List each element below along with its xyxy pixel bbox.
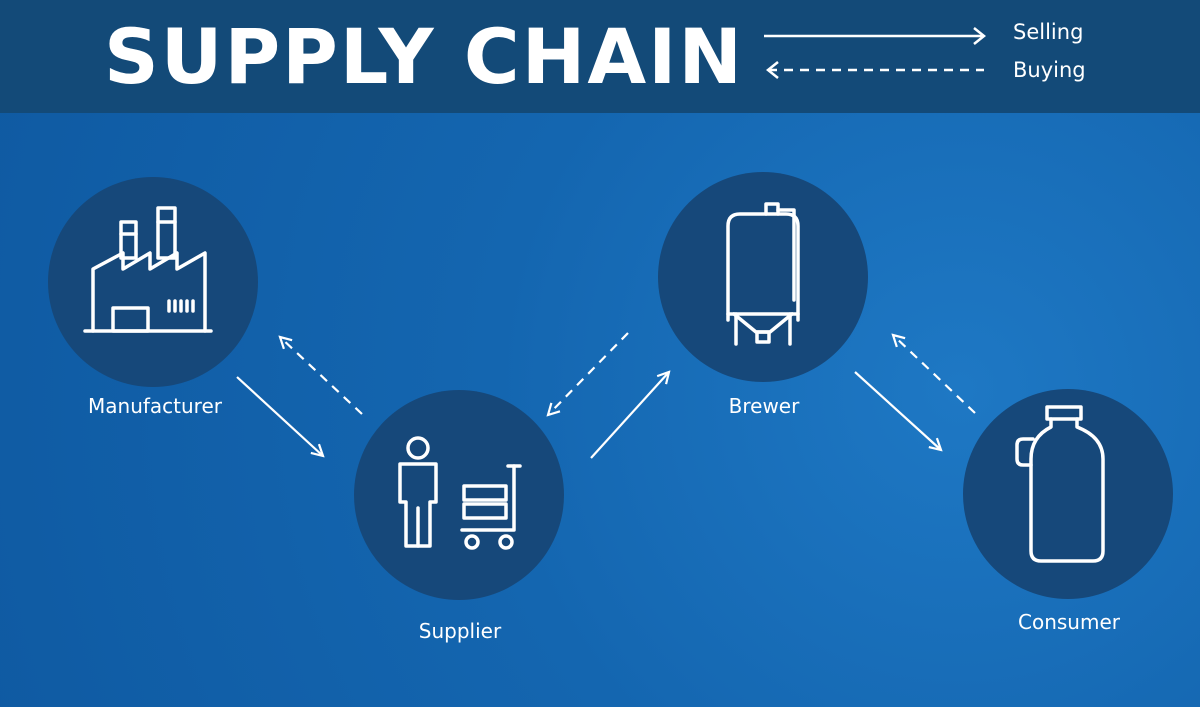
brewer-label: Brewer xyxy=(728,394,800,418)
legend-buying-label: Buying xyxy=(1013,58,1086,82)
brewer-node xyxy=(658,172,868,382)
supplier-label: Supplier xyxy=(418,619,502,643)
worker-with-cart-icon xyxy=(398,436,522,550)
selling-arrow-supplier-to-brewer xyxy=(590,372,669,459)
buying-arrow-brewer-to-supplier xyxy=(548,332,629,415)
manufacturer-node xyxy=(48,177,258,387)
buying-arrow-consumer-to-brewer xyxy=(893,335,976,414)
page-title: SUPPLY CHAIN xyxy=(104,12,745,101)
buying-arrow-supplier-to-manufacturer xyxy=(280,337,363,415)
selling-arrow-manufacturer-to-supplier xyxy=(236,376,323,456)
supplier-node xyxy=(354,390,564,600)
fermentation-tank-icon xyxy=(726,202,800,346)
growler-jug-icon xyxy=(1015,405,1105,563)
legend-buying-arrow xyxy=(765,61,984,79)
legend-selling-arrow xyxy=(764,27,987,45)
factory-icon xyxy=(83,206,213,333)
consumer-label: Consumer xyxy=(1018,610,1120,634)
manufacturer-label: Manufacturer xyxy=(88,394,222,418)
selling-arrow-brewer-to-consumer xyxy=(854,371,941,450)
consumer-node xyxy=(963,389,1173,599)
header-bar: SUPPLY CHAIN Selling Buying xyxy=(0,0,1200,113)
legend-selling-label: Selling xyxy=(1013,20,1084,44)
